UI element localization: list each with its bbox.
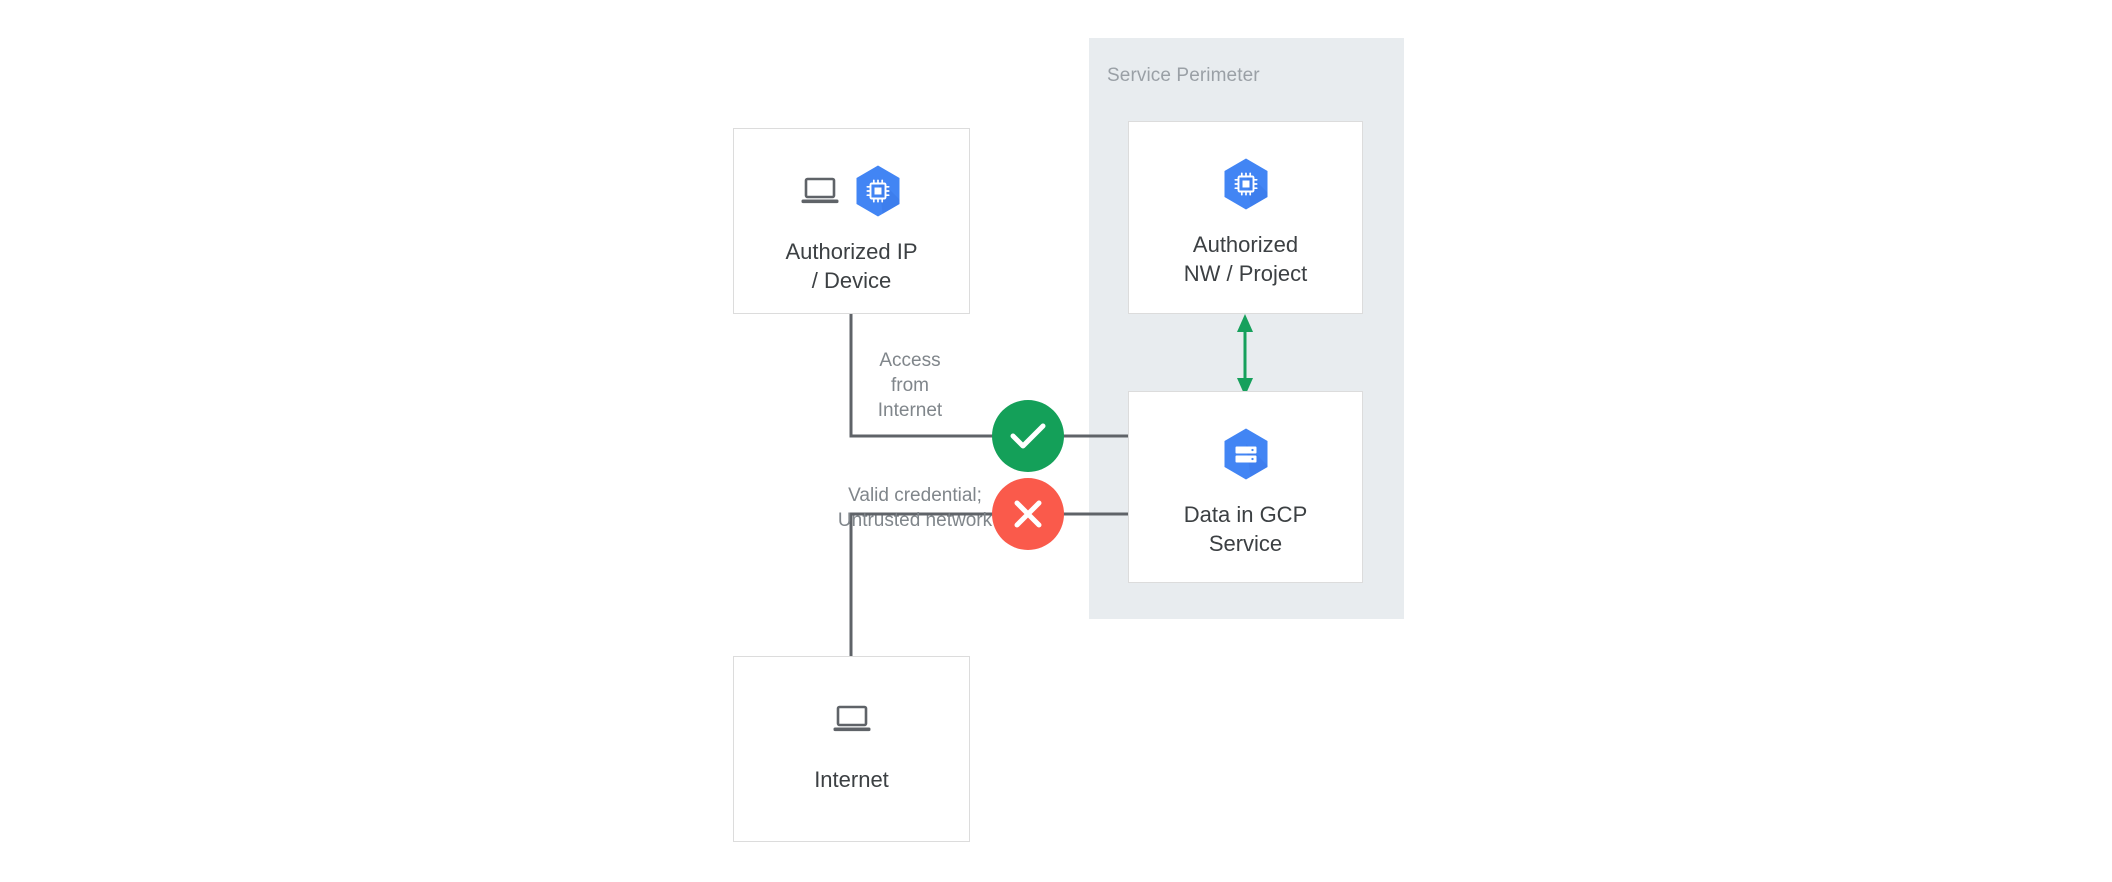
node-data-gcp-icons [1221,424,1271,484]
status-badge-deny[interactable] [992,478,1064,550]
node-data-gcp-label: Data in GCP Service [1183,502,1308,556]
close-icon [1014,500,1042,528]
node-data-gcp[interactable]: Data in GCP Service [1128,391,1363,583]
laptop-icon [801,177,838,204]
status-badge-allow[interactable] [992,400,1064,472]
wire-internet-to-badge-deny [849,512,1004,656]
node-authorized-nw[interactable]: Authorized NW / Project [1128,121,1363,314]
node-internet-label: Internet [814,767,889,792]
service-perimeter-label: Service Perimeter [1107,65,1260,86]
check-icon [1010,423,1046,449]
node-internet-icons [833,689,871,749]
node-authorized-nw-icons [1221,154,1271,214]
edge-label-denied-access: Valid credential; Untrusted network [837,485,993,531]
node-authorized-device-icons [801,161,903,221]
edge-label-allowed-access: Access from Internet [877,350,943,421]
gcp-storage-hexagon-icon [1224,428,1267,480]
node-authorized-device[interactable]: Authorized IP / Device [733,128,970,314]
node-authorized-nw-label: Authorized NW / Project [1183,232,1308,286]
node-authorized-device-label: Authorized IP / Device [785,239,918,293]
gcp-compute-hexagon-icon [856,165,899,217]
node-internet[interactable]: Internet [733,656,970,842]
laptop-icon [833,705,870,732]
gcp-compute-hexagon-icon [1224,158,1267,210]
